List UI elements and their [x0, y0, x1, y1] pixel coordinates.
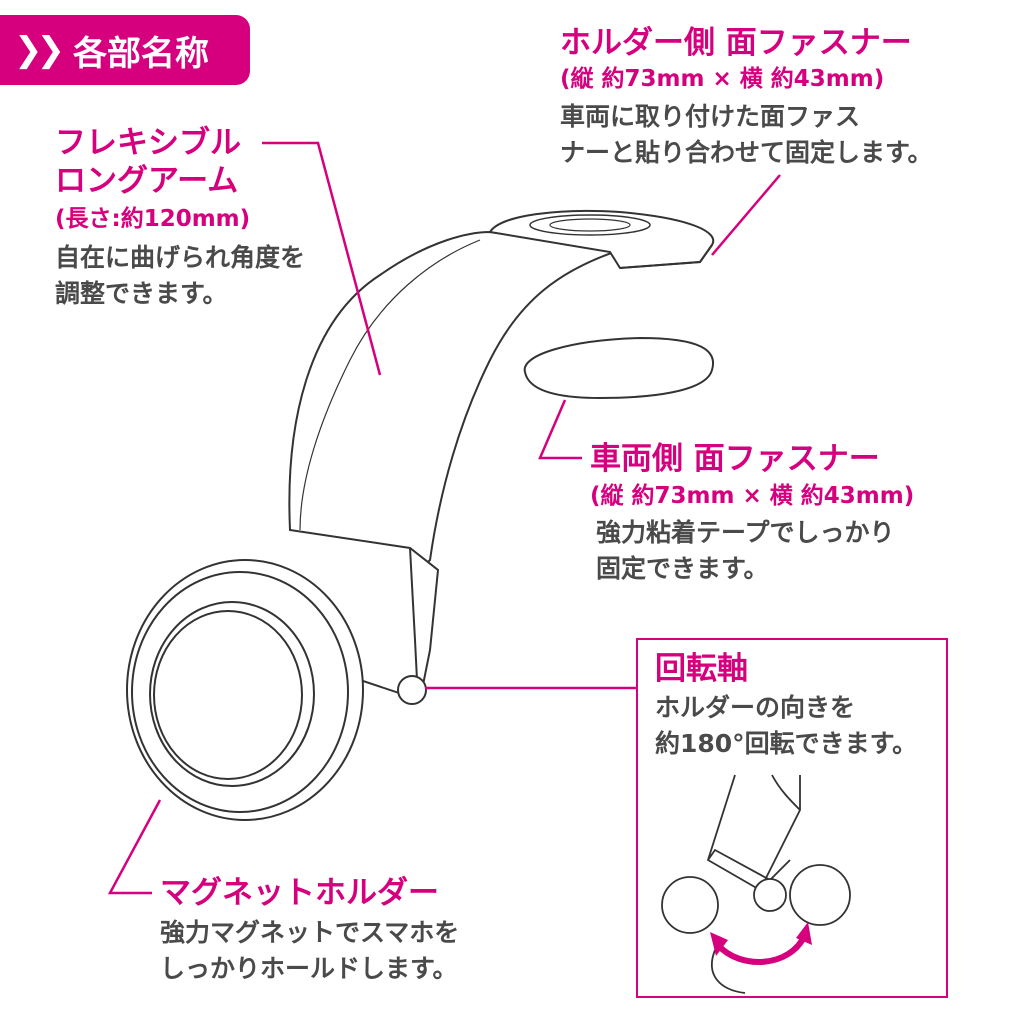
rotation-axis-callout [636, 638, 948, 998]
vehicle-fastener-title: 車両側 面ファスナー [590, 441, 880, 477]
rotation-axis-title: 回転軸 [655, 651, 748, 687]
desc-line: 調整できます。 [55, 279, 228, 308]
magnet-holder-title: マグネットホルダー [160, 875, 439, 911]
rotation-arrow-icon [715, 933, 808, 965]
desc-line: 約180°回転できます。 [655, 729, 918, 758]
vehicle-side-fastener [523, 336, 715, 400]
vehicle-fastener-description: 強力粘着テープでしっかり 固定できます。 [596, 515, 895, 587]
desc-line: ナーと貼り合わせて固定します。 [560, 138, 933, 167]
holder-fastener-description: 車両に取り付けた面ファス ナーと貼り合わせて固定します。 [560, 99, 933, 171]
desc-line: 車両に取り付けた面ファス [560, 102, 861, 131]
arm-description: 自在に曲げられ角度を 調整できます。 [55, 240, 305, 312]
holder-fastener-title: ホルダー側 面ファスナー [560, 25, 912, 61]
rotation-axis-description: ホルダーの向きを 約180°回転できます。 [655, 690, 917, 762]
desc-line: 強力粘着テープでしっかり [596, 518, 895, 547]
arm-title-line: フレキシブル [55, 125, 241, 161]
arm-spec: (長さ:約120mm) [55, 206, 251, 232]
section-header: ❯❯ 各部名称 [0, 15, 250, 85]
holder-fastener-spec: (縦 約73mm × 横 約43mm) [560, 66, 885, 92]
arm-title: フレキシブル ロングアーム [55, 124, 241, 200]
desc-line: 強力マグネットでスマホを [160, 918, 460, 947]
desc-line: ホルダーの向きを [655, 693, 856, 722]
double-chevron-right-icon: ❯❯ [14, 30, 65, 70]
desc-line: 自在に曲げられ角度を [55, 243, 306, 272]
section-title: 各部名称 [72, 33, 209, 74]
arm-title-line: ロングアーム [55, 163, 239, 199]
desc-line: しっかりホールドします。 [160, 954, 458, 983]
vehicle-fastener-spec: (縦 約73mm × 横 約43mm) [590, 483, 915, 509]
desc-line: 固定できます。 [596, 554, 769, 583]
holder-side-fastener [488, 209, 715, 270]
magnet-holder-description: 強力マグネットでスマホを しっかりホールドします。 [160, 915, 459, 987]
